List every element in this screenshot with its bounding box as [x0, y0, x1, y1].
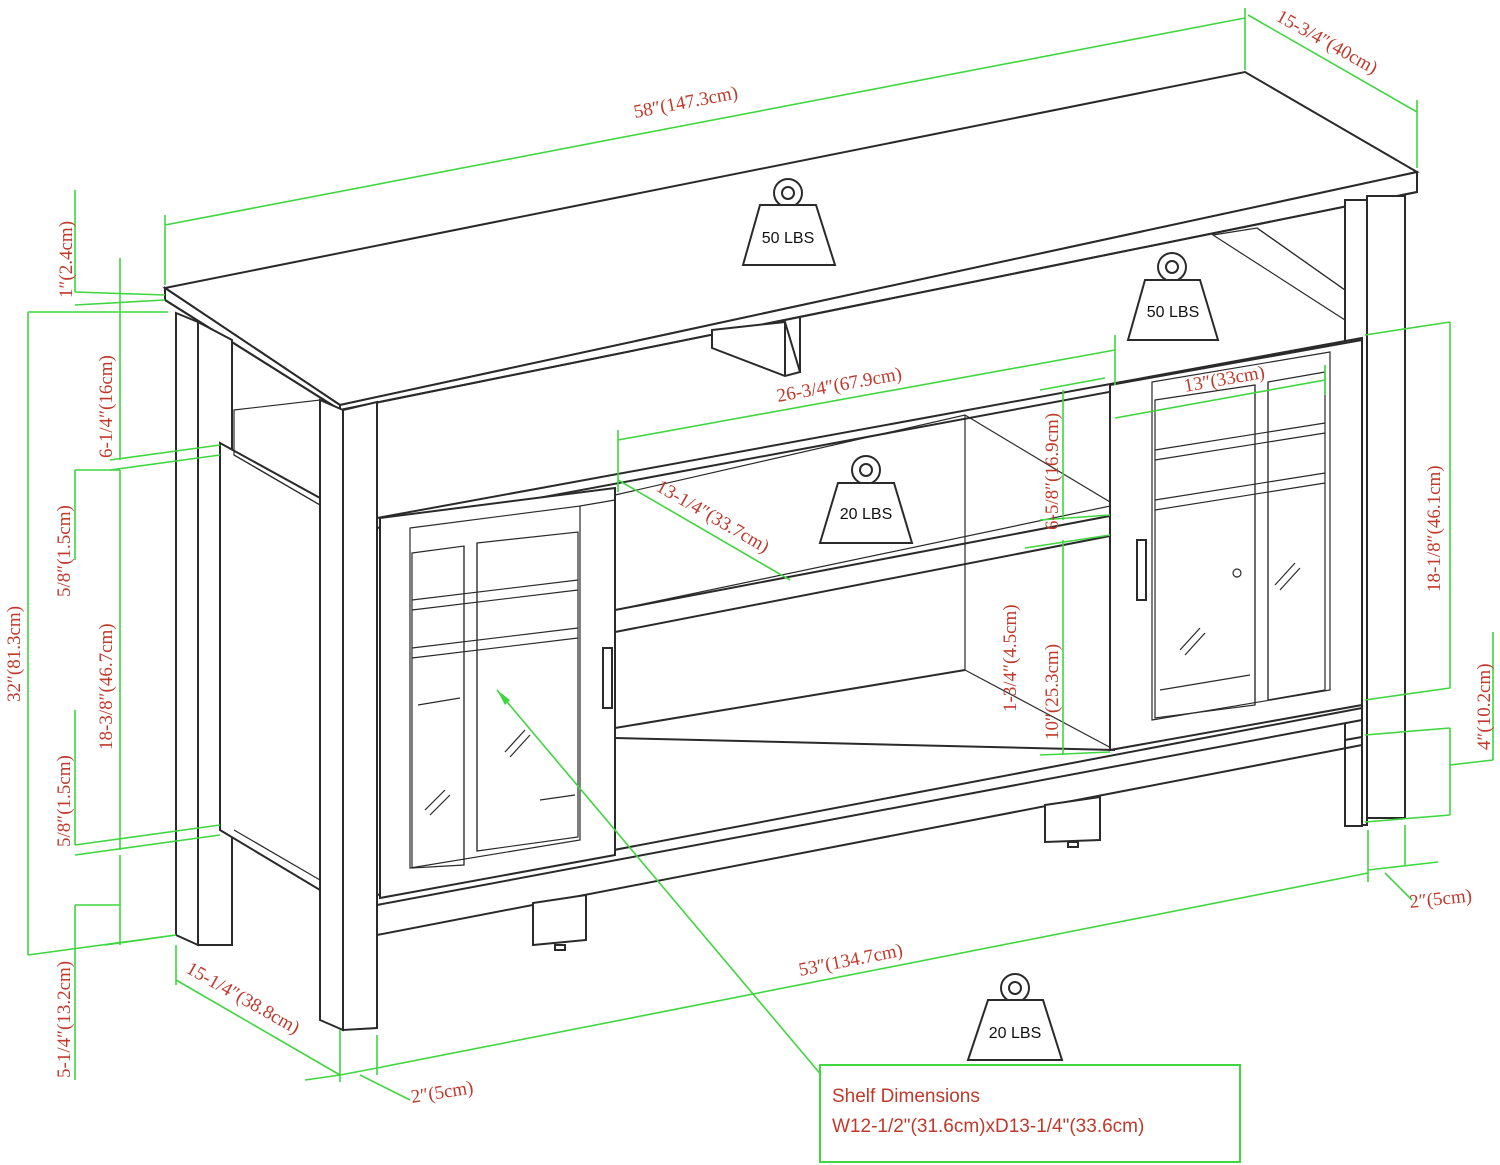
callout-body: W12-1/2"(31.6cm)xD13-1/4"(33.6cm)	[832, 1116, 1144, 1137]
callout-title: Shelf Dimensions	[832, 1086, 980, 1107]
shelf-dimensions-callout: Shelf Dimensions W12-1/2"(31.6cm)xD13-1/…	[819, 1064, 1241, 1163]
weight-icon-upper-open: 50 LBS	[1126, 252, 1220, 341]
weight-label-top: 50 LBS	[762, 230, 814, 247]
dim-top-thickness: 1″(2.4cm)	[56, 221, 77, 298]
dim-leg-width-right: 2″(5cm)	[1408, 886, 1473, 913]
weight-label-center-shelf: 20 LBS	[840, 506, 892, 523]
tv-stand-drawing	[162, 70, 1420, 1032]
dim-width-top: 58″(147.3cm)	[632, 83, 740, 123]
dim-cabinet-height: 18-3/8″(46.7cm)	[96, 623, 117, 750]
dim-rail-lower: 5/8″(1.5cm)	[54, 755, 75, 847]
weight-label-upper-open: 50 LBS	[1147, 304, 1199, 321]
dim-shelf-thickness: 1-3/4″(4.5cm)	[1000, 604, 1021, 712]
weight-icon-top: 50 LBS	[741, 178, 837, 266]
dim-rail-upper: 5/8″(1.5cm)	[54, 505, 75, 597]
dim-shelf-gap-upper: 6-5/8″(16.9cm)	[1042, 413, 1063, 530]
weight-label-bottom-shelf: 20 LBS	[989, 1025, 1041, 1042]
dim-depth-top: 15-3/4″(40cm)	[1273, 6, 1381, 79]
dim-shelf-gap-lower: 10″(25.3cm)	[1042, 644, 1063, 740]
dim-overall-height: 32″(81.3cm)	[4, 606, 25, 702]
dim-door-height: 18-1/8″(46.1cm)	[1424, 465, 1445, 592]
dim-leg-height: 5-1/4″(13.2cm)	[54, 961, 75, 1078]
weight-icon-center-shelf: 20 LBS	[818, 455, 914, 544]
dim-side-depth: 15-1/4″(38.8cm)	[183, 958, 304, 1039]
dim-base-height: 4″(10.2cm)	[1474, 663, 1495, 750]
weight-icon-bottom-shelf: 20 LBS	[966, 973, 1064, 1061]
dimension-lines	[27, 8, 1494, 1101]
dim-leg-width-left: 2″(5cm)	[409, 1077, 474, 1108]
dim-upper-open-height: 6-1/4″(16cm)	[96, 355, 117, 458]
